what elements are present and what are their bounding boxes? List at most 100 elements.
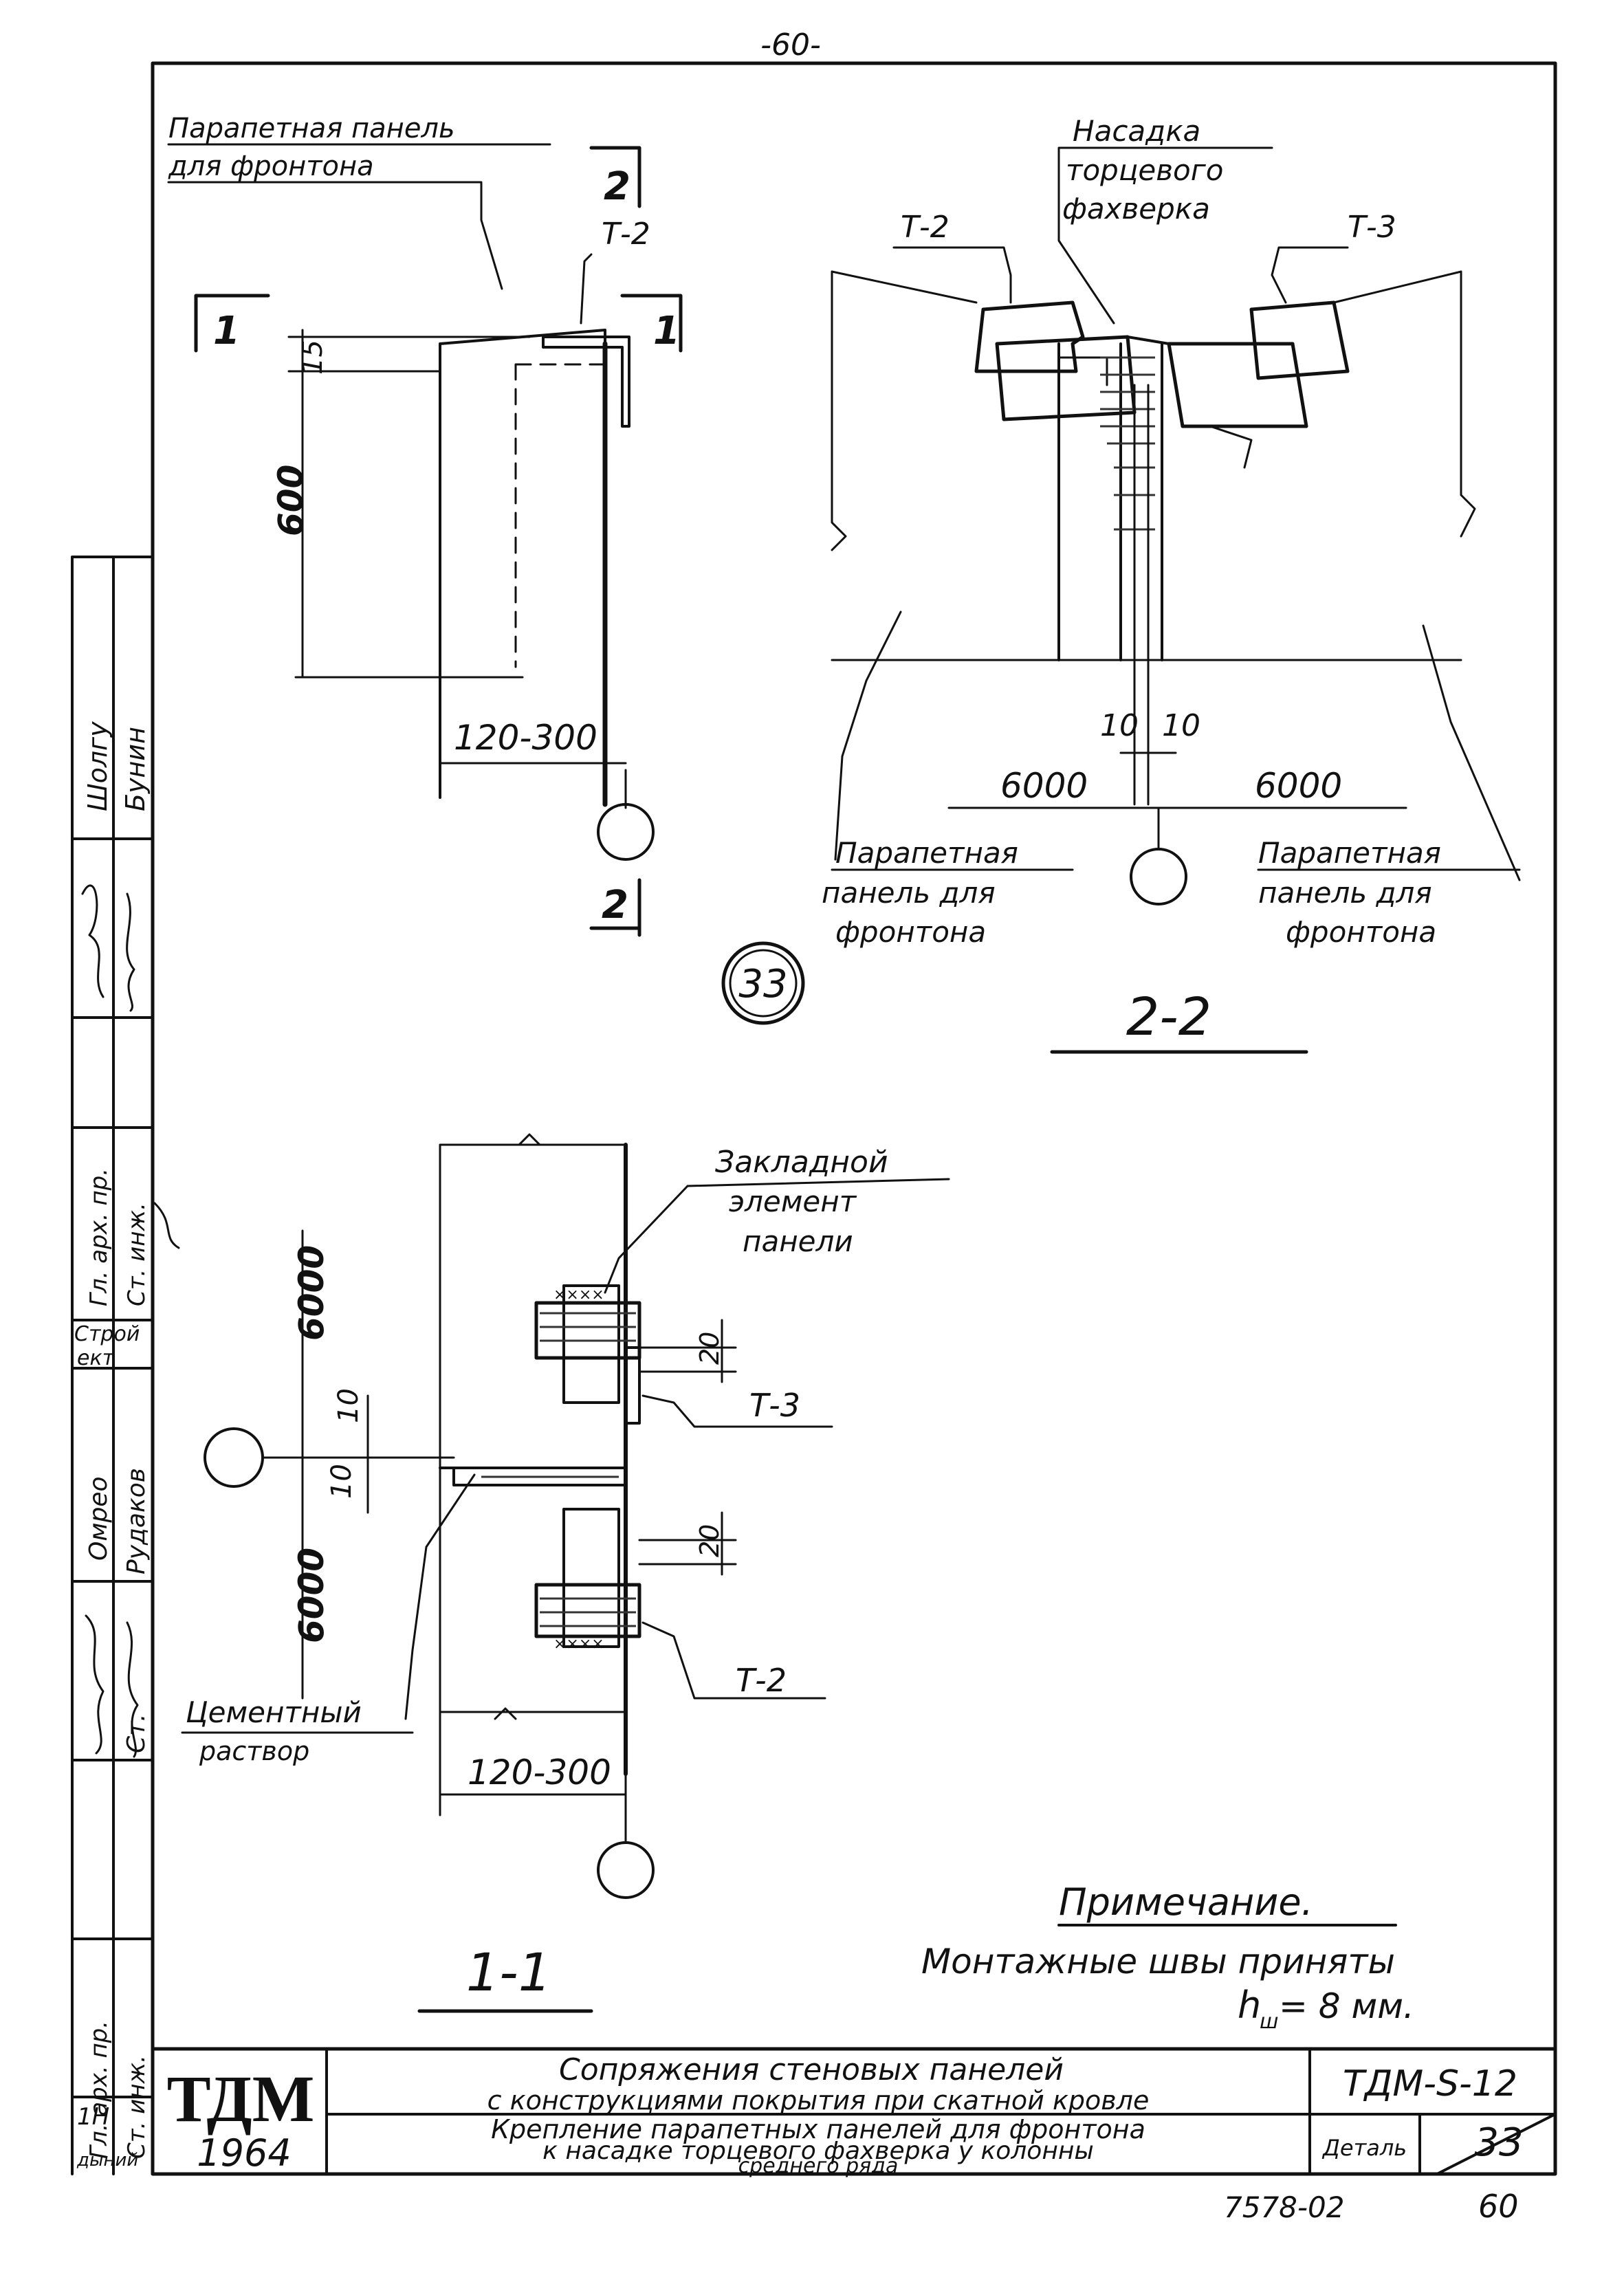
- nasadka-label-3: фахверка: [1062, 192, 1210, 226]
- weld-t2-label: Т-2: [736, 1662, 787, 1699]
- title-block-detail-cell: [1418, 2113, 1557, 2175]
- sheet-page-number: 60: [1478, 2188, 1519, 2225]
- top-weld-plate: [624, 1346, 641, 1425]
- drawing-frame: [151, 61, 1557, 2176]
- note-line-2: = 8 мм.: [1279, 1986, 1414, 2026]
- right-panel-label-1: Парапетная: [1258, 836, 1441, 870]
- top-embed-plate: [534, 1301, 641, 1360]
- axis-circle-2-2: [1130, 848, 1187, 905]
- axis-circle-left: [204, 1427, 264, 1488]
- archive-number: 7578-02: [1224, 2190, 1345, 2224]
- signature-5: [153, 1202, 180, 1249]
- section-mark-left: 1: [213, 309, 240, 353]
- view-section-1-1: Закладной элемент панели ×××× ××××: [181, 1133, 950, 2013]
- dim-6000-top: 6000: [292, 1245, 331, 1341]
- break-bottom: [494, 1707, 517, 1720]
- cut-marker-top: [589, 146, 641, 208]
- cut-label-bottom: 2: [602, 883, 628, 927]
- right-label-leader: [1422, 624, 1521, 881]
- dim-600: 600: [271, 465, 311, 536]
- cut-label-top: 2: [604, 164, 630, 209]
- title-year: 1964: [197, 2131, 291, 2175]
- column-edges: [1057, 336, 1170, 661]
- view-2-2-title: 2-2: [1126, 986, 1211, 1047]
- right-embed-block-top: [1249, 300, 1350, 380]
- view-section-2-2: Насадка торцевого фахверка Т-2 Т-3: [822, 114, 1521, 1054]
- stamp-role-3: Ст. инж.: [123, 1203, 151, 1306]
- dim-gap-left: 10: [1100, 708, 1139, 743]
- left-label-leader: [834, 611, 902, 861]
- cement-leader: [404, 1473, 476, 1720]
- page-header: -60-: [760, 28, 821, 63]
- weld-t3-label: Т-3: [749, 1387, 800, 1424]
- bottom-embed-weld-mark: ××××: [553, 1636, 604, 1653]
- weld-left-leader: [892, 246, 1012, 304]
- side-stamp-frame: [71, 556, 154, 2175]
- weld-angle-plate: [542, 336, 630, 428]
- signature-2: [126, 892, 135, 1012]
- dim-20-top-lines: [638, 1319, 737, 1383]
- right-embed-block: [1167, 342, 1308, 428]
- embed-label-2: элемент: [729, 1185, 857, 1218]
- cement-joint: [439, 1467, 627, 1486]
- cut-marker-bottom: [589, 878, 641, 937]
- column-axis-circle: [597, 803, 655, 861]
- bottom-embed-body: [562, 1508, 620, 1648]
- note-h: h: [1238, 1984, 1261, 2027]
- joint-lines: [1133, 384, 1150, 806]
- desc-line-1: Крепление парапетных панелей для фронтон…: [491, 2114, 1145, 2144]
- right-panel-label-3: фронтона: [1286, 915, 1436, 949]
- left-panel-label-2: панель для: [822, 876, 996, 910]
- section-marker-right: [620, 294, 683, 353]
- section-outline-left: [439, 1143, 627, 1775]
- side-stamp: Шолгу Бунин Гл. арх. пр. Ст. инж. Строй …: [71, 556, 180, 2175]
- view-1-1-title: 1-1: [466, 1942, 551, 2003]
- logo-tdm: ТДМ: [167, 2062, 315, 2135]
- stamp-name-4: ект: [77, 1346, 116, 1370]
- signature-1: [81, 884, 105, 998]
- dim-width-line: [439, 679, 627, 778]
- bottom-embed-plate: [534, 1583, 641, 1638]
- dim-20-top: 20: [694, 1332, 725, 1365]
- dim-width-1-1: 120-300: [468, 1753, 611, 1792]
- embed-label-1: Закладной: [715, 1145, 888, 1180]
- stamp-name-5: Рудаков: [122, 1468, 151, 1574]
- stamp-role-8: Ст. инж.: [123, 2055, 151, 2159]
- top-embed-body: [562, 1284, 620, 1404]
- stamp-role-7: Гл. арх. пр.: [85, 2021, 113, 2159]
- detail-badge-number: 33: [738, 962, 787, 1007]
- stamp-role-5: Омрео: [85, 1476, 113, 1561]
- dim-6000-bottom: 6000: [292, 1548, 331, 1643]
- detail-number: 33: [1474, 2120, 1523, 2165]
- left-embed-block-top: [974, 300, 1085, 373]
- roof-slope-lines: [831, 270, 1462, 304]
- right-panel-label-2: панель для: [1258, 876, 1432, 910]
- panel-break-lines: [831, 270, 1476, 551]
- panel-label-line1: Парапетная панель: [168, 113, 455, 144]
- dim-gap-right: 10: [1162, 708, 1200, 743]
- desc-line-3: среднего ряда: [738, 2154, 899, 2178]
- title-block-grid: [325, 2047, 1557, 2175]
- left-embed-block: [995, 335, 1137, 421]
- cement-label-2: раствор: [199, 1736, 309, 1766]
- signature-4: [126, 1621, 139, 1758]
- bottom-left-text-1: 1Н: [77, 2103, 109, 2131]
- weld-t3-leader: [641, 1394, 833, 1428]
- dim-20-bottom: 20: [694, 1524, 725, 1557]
- weld-label-t2: Т-2: [602, 217, 650, 252]
- weld-right-label: Т-3: [1348, 210, 1396, 245]
- left-panel-label-3: фронтона: [835, 915, 986, 949]
- title-line-2: с конструкциями покрытия при скатной кро…: [487, 2085, 1150, 2116]
- dim-10-b: 10: [326, 1464, 358, 1499]
- dim-10-a: 10: [333, 1388, 364, 1423]
- desc-line-2: к насадке торцевого фахверка у колонны: [542, 2137, 1094, 2165]
- title-line-1: Сопряжения стеновых панелей: [559, 2052, 1064, 2087]
- break-top: [518, 1133, 541, 1146]
- detail-badge-inner: [729, 949, 798, 1018]
- dim-span-right: 6000: [1255, 766, 1342, 806]
- left-panel-label-1: Парапетная: [835, 836, 1018, 870]
- title-block: ТДМ 1964 Сопряжения стеновых панелей с к…: [71, 2047, 1557, 2178]
- weld-right-leader: [1271, 246, 1349, 304]
- dim-lines-vertical: [287, 329, 531, 679]
- dim-width-lines: [439, 1711, 627, 1816]
